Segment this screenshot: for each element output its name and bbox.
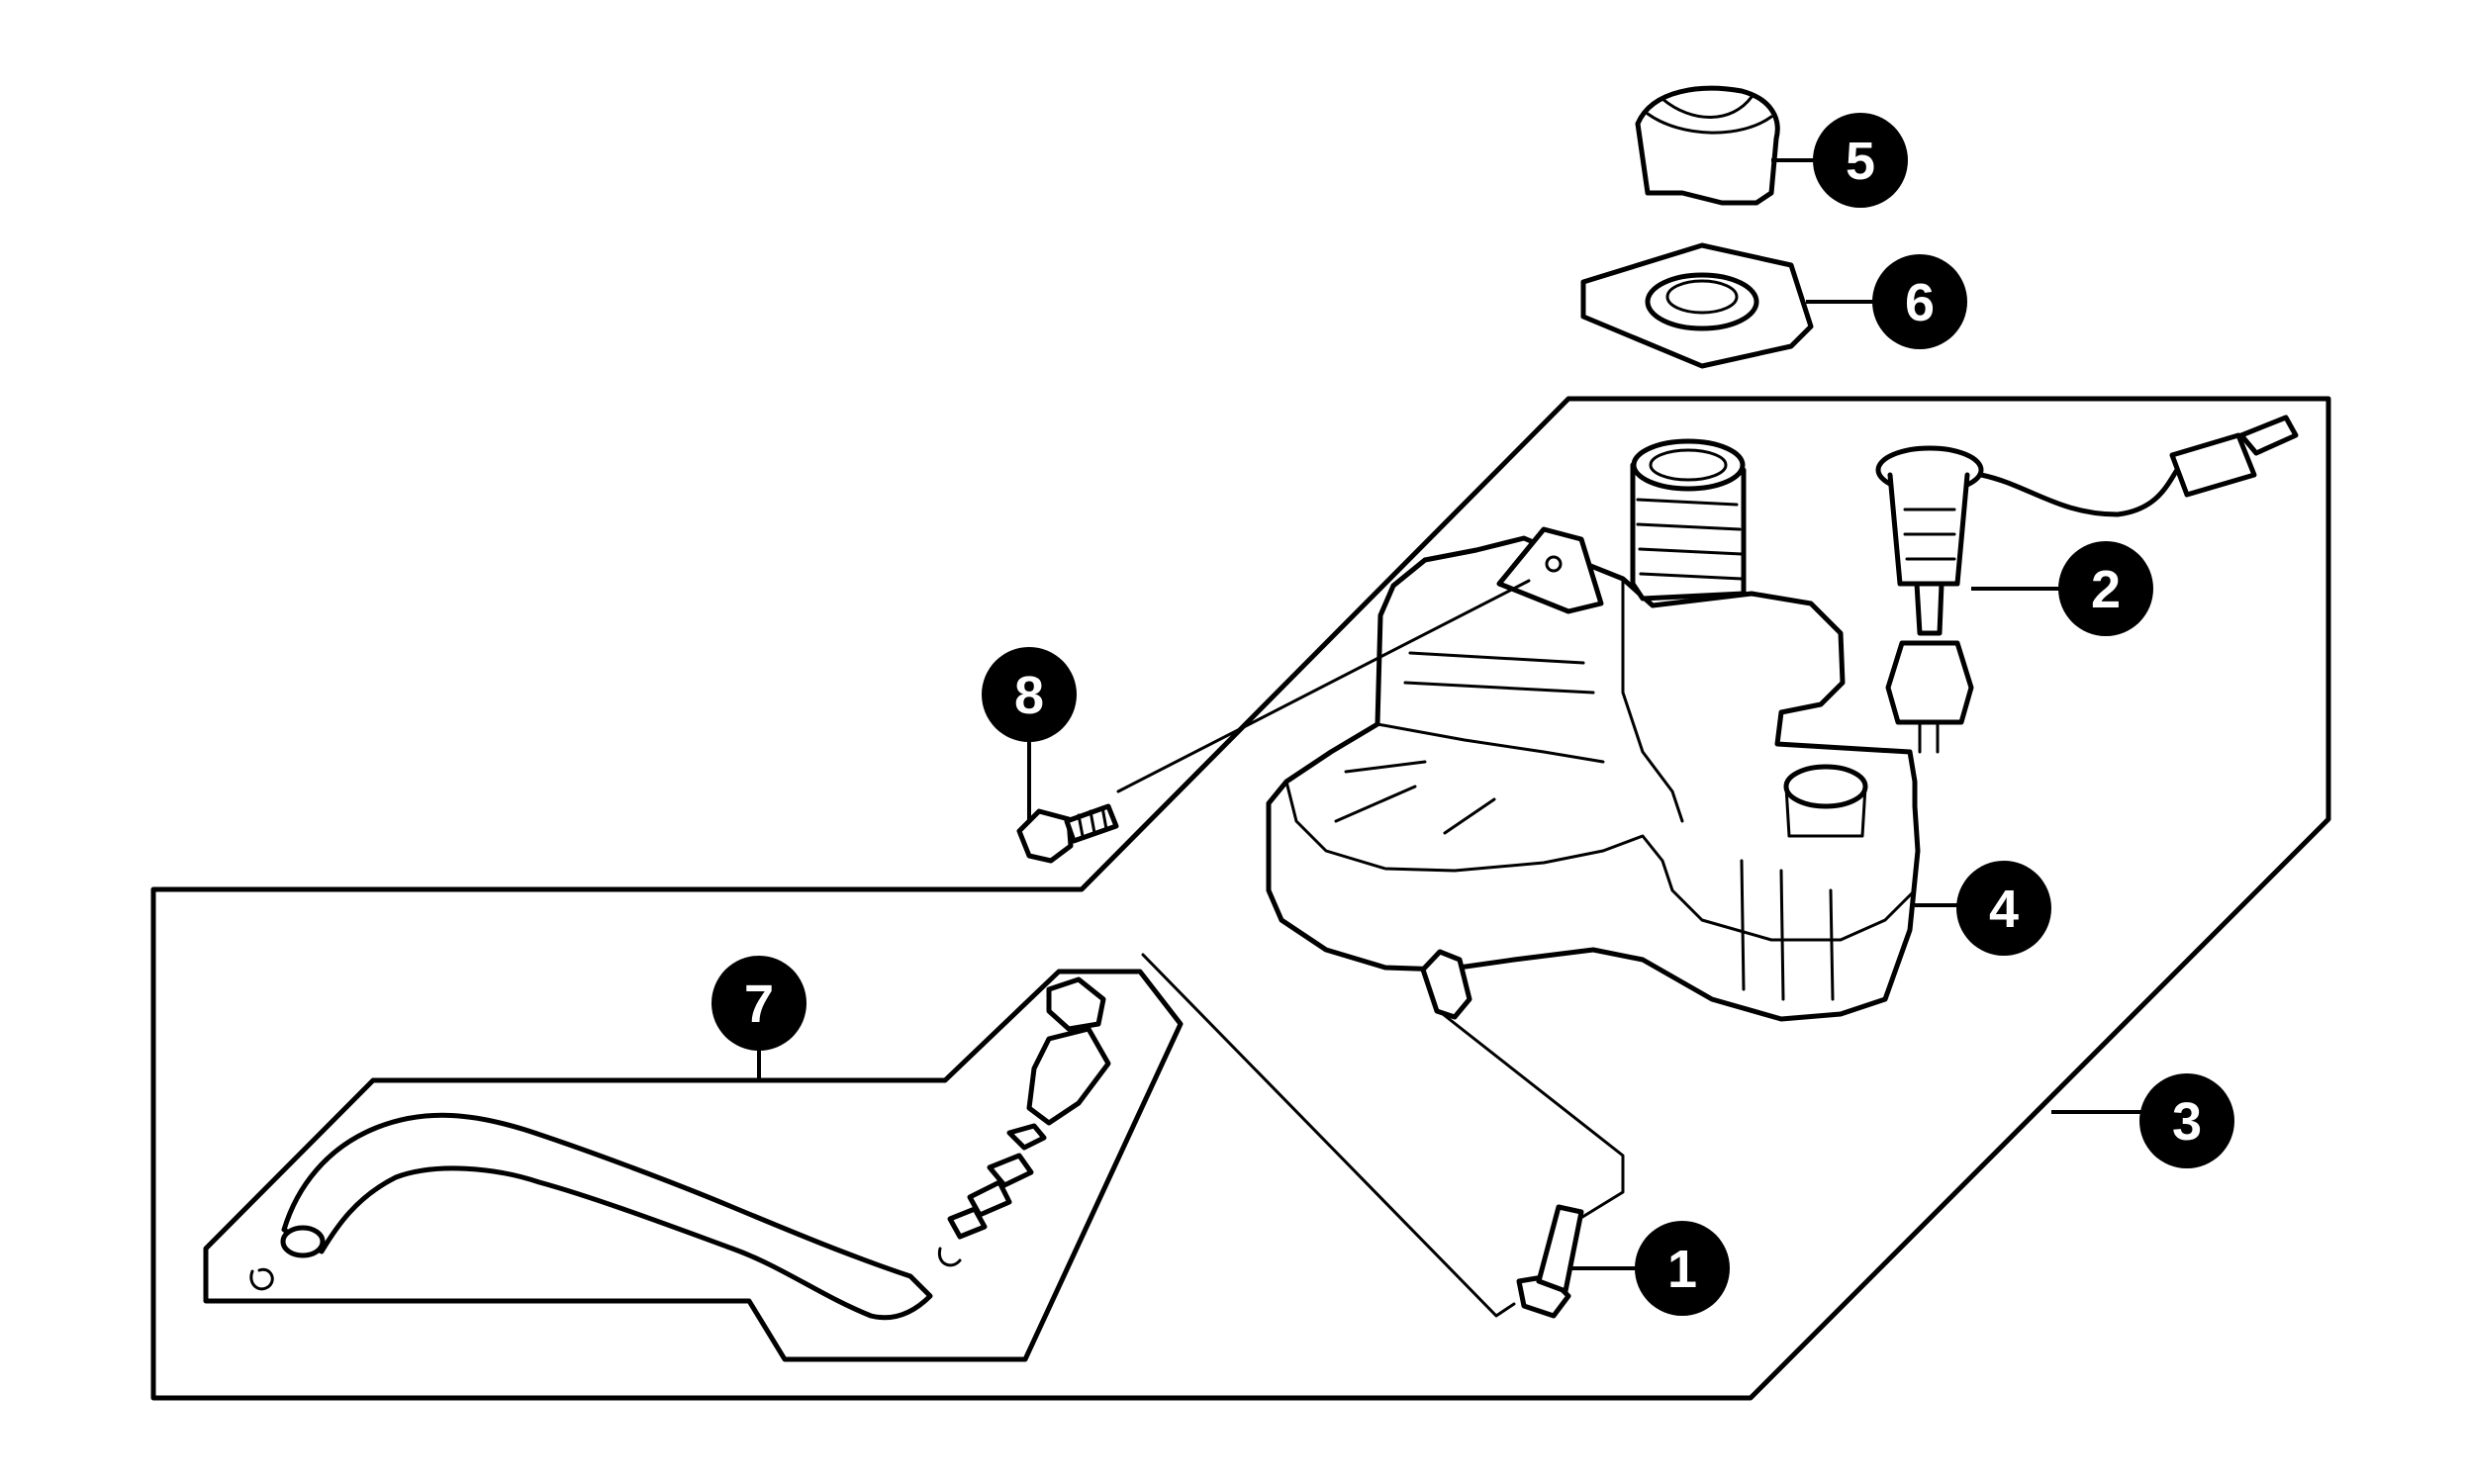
fuel-gauge (1875, 415, 2299, 754)
callout-4-label: 4 (1989, 880, 2019, 939)
bolt (1016, 579, 1531, 864)
callout-2: 2 (2058, 541, 2153, 636)
fuel-tank (1266, 438, 1921, 1022)
fuel-cap (1635, 85, 1780, 206)
callout-3-label: 3 (2172, 1092, 2202, 1152)
callout-7: 7 (711, 956, 806, 1051)
callout-3: 3 (2139, 1073, 2234, 1168)
callout-6: 6 (1872, 254, 1967, 349)
callout-7-label: 7 (744, 974, 774, 1034)
callout-8: 8 (982, 647, 1077, 742)
callout-6-label: 6 (1905, 273, 1935, 332)
callout-5: 5 (1813, 113, 1908, 208)
hose-assembly (249, 953, 1516, 1321)
callout-8-label: 8 (1014, 666, 1044, 725)
callout-2-label: 2 (2091, 560, 2121, 619)
kit-outline (150, 396, 2331, 1401)
cap-gasket (1580, 242, 1814, 369)
callout-1-label: 1 (1667, 1240, 1697, 1299)
callout-4: 4 (1956, 861, 2051, 956)
callout-1: 1 (1635, 1221, 1730, 1316)
fuel-cock (1441, 1012, 1625, 1319)
callout-5-label: 5 (1846, 132, 1875, 191)
hose-kit-outline (203, 969, 1184, 1362)
